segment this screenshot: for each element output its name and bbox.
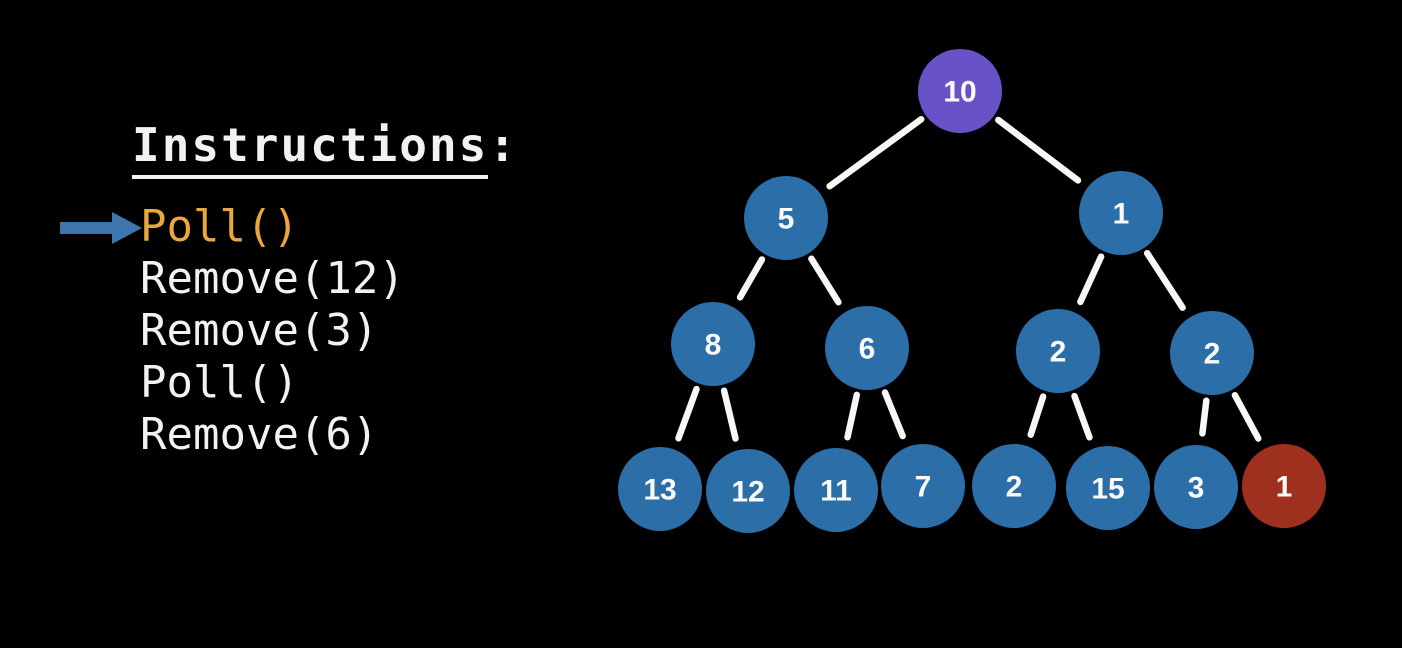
tree-node: 7 [881, 444, 965, 528]
tree-edge [826, 116, 925, 190]
tree-node: 2 [972, 444, 1056, 528]
tree-edge [1143, 249, 1186, 311]
tree-node-circle [618, 447, 702, 531]
tree-edge [1199, 397, 1210, 437]
tree-node: 3 [1154, 445, 1238, 529]
tree-edge [1071, 392, 1093, 441]
tree-node: 15 [1066, 446, 1150, 530]
page-title-colon: : [488, 118, 519, 172]
tree-node: 12 [706, 449, 790, 533]
tree-node-label: 1 [1276, 471, 1293, 504]
tree-edge [881, 389, 906, 440]
tree-node: 2 [1016, 309, 1100, 393]
tree-node: 6 [825, 306, 909, 390]
tree-node-label: 12 [731, 476, 764, 509]
tree-edge [808, 255, 842, 306]
tree-node-circle [744, 176, 828, 260]
tree-node-label: 1 [1113, 198, 1130, 231]
instruction-item: Remove(3) [140, 305, 379, 356]
tree-edge [720, 387, 739, 442]
pointer-arrow-icon [60, 212, 142, 244]
tree-edge [1027, 393, 1047, 438]
tree-node-circle [881, 444, 965, 528]
instruction-item: Remove(12) [140, 253, 405, 304]
tree-edge [736, 256, 766, 301]
tree-edge [675, 385, 700, 442]
tree-node-circle [706, 449, 790, 533]
tree-node-label: 11 [820, 475, 852, 508]
tree-node-circle [1079, 171, 1163, 255]
instruction-item: Remove(6) [140, 409, 379, 460]
page-title-text: Instructions [132, 118, 489, 179]
tree-node-circle [671, 302, 755, 386]
page-title: Instructions: [132, 118, 519, 179]
tree-node: 5 [744, 176, 828, 260]
tree-node: 8 [671, 302, 755, 386]
tree-node-label: 3 [1188, 472, 1205, 505]
tree-node-label: 15 [1091, 473, 1124, 506]
tree-node-label: 8 [705, 329, 722, 362]
tree-node: 11 [794, 448, 878, 532]
tree-node-label: 6 [859, 333, 876, 366]
tree-node-circle [1154, 445, 1238, 529]
tree-edge [995, 116, 1082, 184]
tree-edge [844, 391, 861, 441]
tree-node-label: 13 [643, 474, 676, 507]
tree-node-label: 2 [1050, 336, 1067, 369]
tree-node: 13 [618, 447, 702, 531]
tree-node: 2 [1170, 311, 1254, 395]
tree-node-circle [972, 444, 1056, 528]
instruction-item: Poll() [140, 357, 299, 408]
tree-node-label: 5 [778, 203, 795, 236]
instruction-item: Poll() [140, 201, 299, 252]
tree-node-circle [1066, 446, 1150, 530]
tree-node-circle [825, 306, 909, 390]
tree-node: 1 [1242, 444, 1326, 528]
tree-node-circle [1170, 311, 1254, 395]
tree-node-circle [794, 448, 878, 532]
tree-node-label: 10 [943, 76, 976, 109]
tree-node-label: 2 [1006, 471, 1023, 504]
instruction-list: Poll()Remove(12)Remove(3)Poll()Remove(6) [140, 201, 405, 461]
tree-node-circle [1016, 309, 1100, 393]
tree-node-label: 7 [915, 471, 932, 504]
tree-node-label: 2 [1204, 338, 1221, 371]
tree-node: 10 [918, 49, 1002, 133]
tree-edge [1231, 391, 1262, 442]
tree-node-circle [918, 49, 1002, 133]
tree-node-circle [1242, 444, 1326, 528]
tree-node: 1 [1079, 171, 1163, 255]
tree-edge [1077, 253, 1105, 306]
